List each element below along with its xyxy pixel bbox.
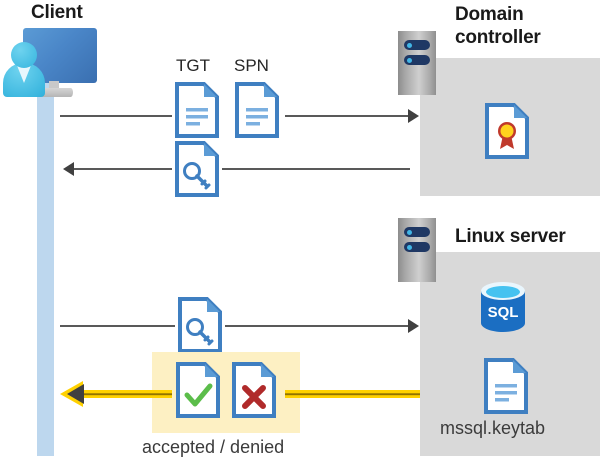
spn-label: SPN	[234, 56, 269, 75]
sql-database-icon: SQL	[478, 280, 528, 334]
domain-controller-title: Domain controller	[455, 3, 595, 49]
client-lifeline	[37, 75, 54, 456]
linux-server-rack-icon	[398, 218, 436, 282]
client-title: Client	[31, 2, 83, 23]
domain-controller-rack-icon	[398, 31, 436, 95]
client-monitor-stand-icon	[37, 88, 73, 97]
service-ticket-document-icon	[175, 141, 219, 197]
document-check-icon	[176, 362, 220, 418]
flow2-line-left	[74, 168, 172, 170]
document-x-icon	[232, 362, 276, 418]
tgt-label: TGT	[176, 56, 210, 75]
client-person-collar-icon	[16, 63, 32, 83]
presented-ticket-document-icon	[178, 297, 222, 353]
flow3-arrowhead	[408, 319, 419, 333]
svg-text:SQL: SQL	[488, 304, 519, 321]
client-person-head-icon	[11, 42, 37, 68]
flow3-line-right	[225, 325, 410, 327]
spn-document-icon	[235, 82, 279, 138]
flow1-line-left	[60, 115, 172, 117]
flow2-arrowhead	[63, 162, 74, 176]
keytab-label: mssql.keytab	[440, 418, 546, 438]
domain-controller-title-line2: controller	[455, 27, 541, 48]
client-monitor-neck-icon	[49, 81, 59, 91]
flow1-arrowhead	[408, 109, 419, 123]
flow2-line-right	[222, 168, 410, 170]
flow4-arrowhead-inner	[67, 384, 84, 404]
flow4-line-left	[80, 390, 172, 398]
flow3-line-left	[60, 325, 175, 327]
accepted-denied-label: accepted / denied	[142, 437, 285, 457]
flow4-line-right	[285, 390, 420, 398]
domain-controller-title-line1: Domain	[455, 4, 524, 25]
keytab-document-icon	[484, 358, 528, 414]
auth-result-highlight	[152, 352, 300, 433]
linux-server-title: Linux server	[455, 226, 566, 247]
certificate-document-icon	[485, 103, 529, 159]
flow1-line-right	[285, 115, 410, 117]
tgt-document-icon	[175, 82, 219, 138]
